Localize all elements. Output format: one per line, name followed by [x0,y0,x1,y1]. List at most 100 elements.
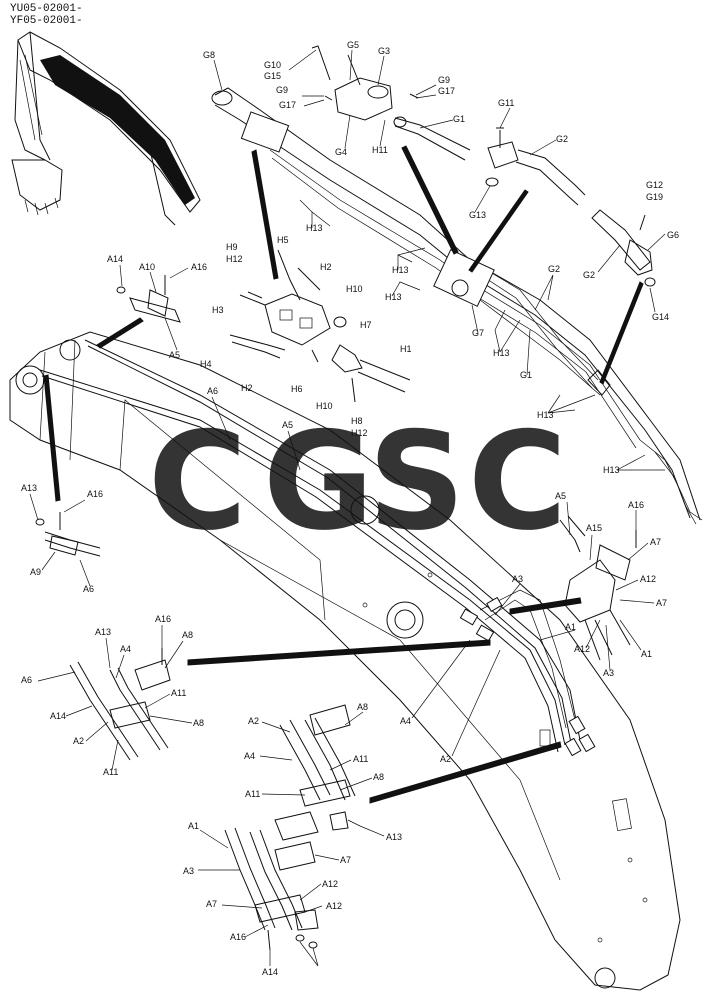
part-label: G6 [667,230,679,240]
part-label: A6 [21,675,32,685]
part-label: H12 [351,428,368,438]
watermark-letter: G [263,403,374,560]
part-label: G9 [276,85,288,95]
part-label: G10 [264,60,281,70]
excavator-thumbnail [11,31,201,226]
part-label: G7 [472,328,484,338]
part-label: A16 [87,489,103,499]
part-label: H13 [385,292,402,302]
detail-a-clamp-top [116,275,181,323]
part-label: A3 [183,866,194,876]
callout-leaders [43,145,644,804]
serial-number-1: YU05-02001- [10,3,83,15]
part-label: A16 [155,614,171,624]
part-label: H10 [346,284,363,294]
boom-structure [9,331,681,991]
part-label: G1 [520,370,532,380]
part-label: A2 [73,736,84,746]
part-label: A7 [340,855,351,865]
part-label: A16 [230,932,246,942]
part-label: A12 [640,574,656,584]
part-label: A10 [139,262,155,272]
part-label: A13 [95,627,111,637]
part-label: A12 [326,901,342,911]
part-label: A1 [641,649,652,659]
part-label: A13 [21,483,37,493]
part-label: A12 [574,644,590,654]
part-label: G19 [646,192,663,202]
detail-a-center [274,704,356,841]
detail-a-bottom [224,827,319,951]
part-label: H8 [351,416,363,426]
watermark-letter: C [148,403,247,560]
part-label: A14 [262,967,278,977]
part-label: A4 [244,751,255,761]
part-label: G8 [203,50,215,60]
part-label: A5 [555,491,566,501]
part-label: A16 [628,500,644,510]
part-label: A7 [206,899,217,909]
watermark-letter: C [468,403,567,560]
part-label: H13 [537,410,554,420]
part-label: G3 [378,46,390,56]
part-label: A7 [650,537,661,547]
part-label: H12 [226,254,243,264]
part-label: H6 [291,384,303,394]
part-label: H5 [277,235,289,245]
part-label: A11 [353,754,368,764]
part-label: A5 [282,420,293,430]
part-label: G2 [556,134,568,144]
part-label: A8 [182,630,193,640]
part-label: G17 [438,86,455,96]
part-label: A6 [207,386,218,396]
part-labels: G8 G10 G15 G5 G3 G9 G17 G9 G17 G1 G4 H11… [21,40,679,977]
part-label: A14 [50,711,66,721]
part-label: A2 [248,716,259,726]
part-label: G14 [652,312,669,322]
watermark: C G S C [148,403,567,560]
part-label: H10 [316,401,333,411]
part-label: A15 [586,523,602,533]
part-label: A5 [169,350,180,360]
boom-pipes [39,339,596,757]
part-label: A3 [512,574,523,584]
part-label: H13 [306,223,323,233]
part-label: A8 [193,718,204,728]
part-label: G17 [279,100,296,110]
detail-a-left-mid [69,648,171,761]
part-label: H13 [493,348,510,358]
part-label: G12 [646,180,663,190]
part-label: G11 [498,98,514,108]
part-label: G4 [335,147,347,157]
detail-g-fitting [591,209,656,287]
part-label: G13 [469,210,486,220]
detail-g-elbow [485,127,586,206]
part-label: H1 [400,344,412,354]
serial-number-2: YF05-02001- [10,15,83,27]
part-label: A11 [245,789,260,799]
part-label: A7 [656,598,667,608]
part-label: H2 [320,262,332,272]
arm-hoses [211,87,703,525]
part-label: G15 [264,71,281,81]
part-label: G5 [347,40,359,50]
part-label: G2 [583,270,595,280]
detail-a-right [559,515,637,661]
part-label: A11 [171,688,186,698]
part-label: H13 [392,265,409,275]
part-label: A1 [565,622,576,632]
part-label: A4 [400,716,411,726]
detail-a-clamp-left [35,512,101,557]
part-label: A6 [83,584,94,594]
detail-g-clamp [311,45,471,161]
part-label: A8 [357,702,368,712]
part-label: H9 [226,242,238,252]
part-label: H3 [212,305,224,315]
watermark-letter: S [368,403,465,560]
part-label: H7 [360,320,372,330]
part-label: A2 [440,754,451,764]
part-label: H4 [200,359,212,369]
part-label: G1 [453,114,465,124]
part-label: A14 [107,254,123,264]
part-label: H2 [241,383,253,393]
